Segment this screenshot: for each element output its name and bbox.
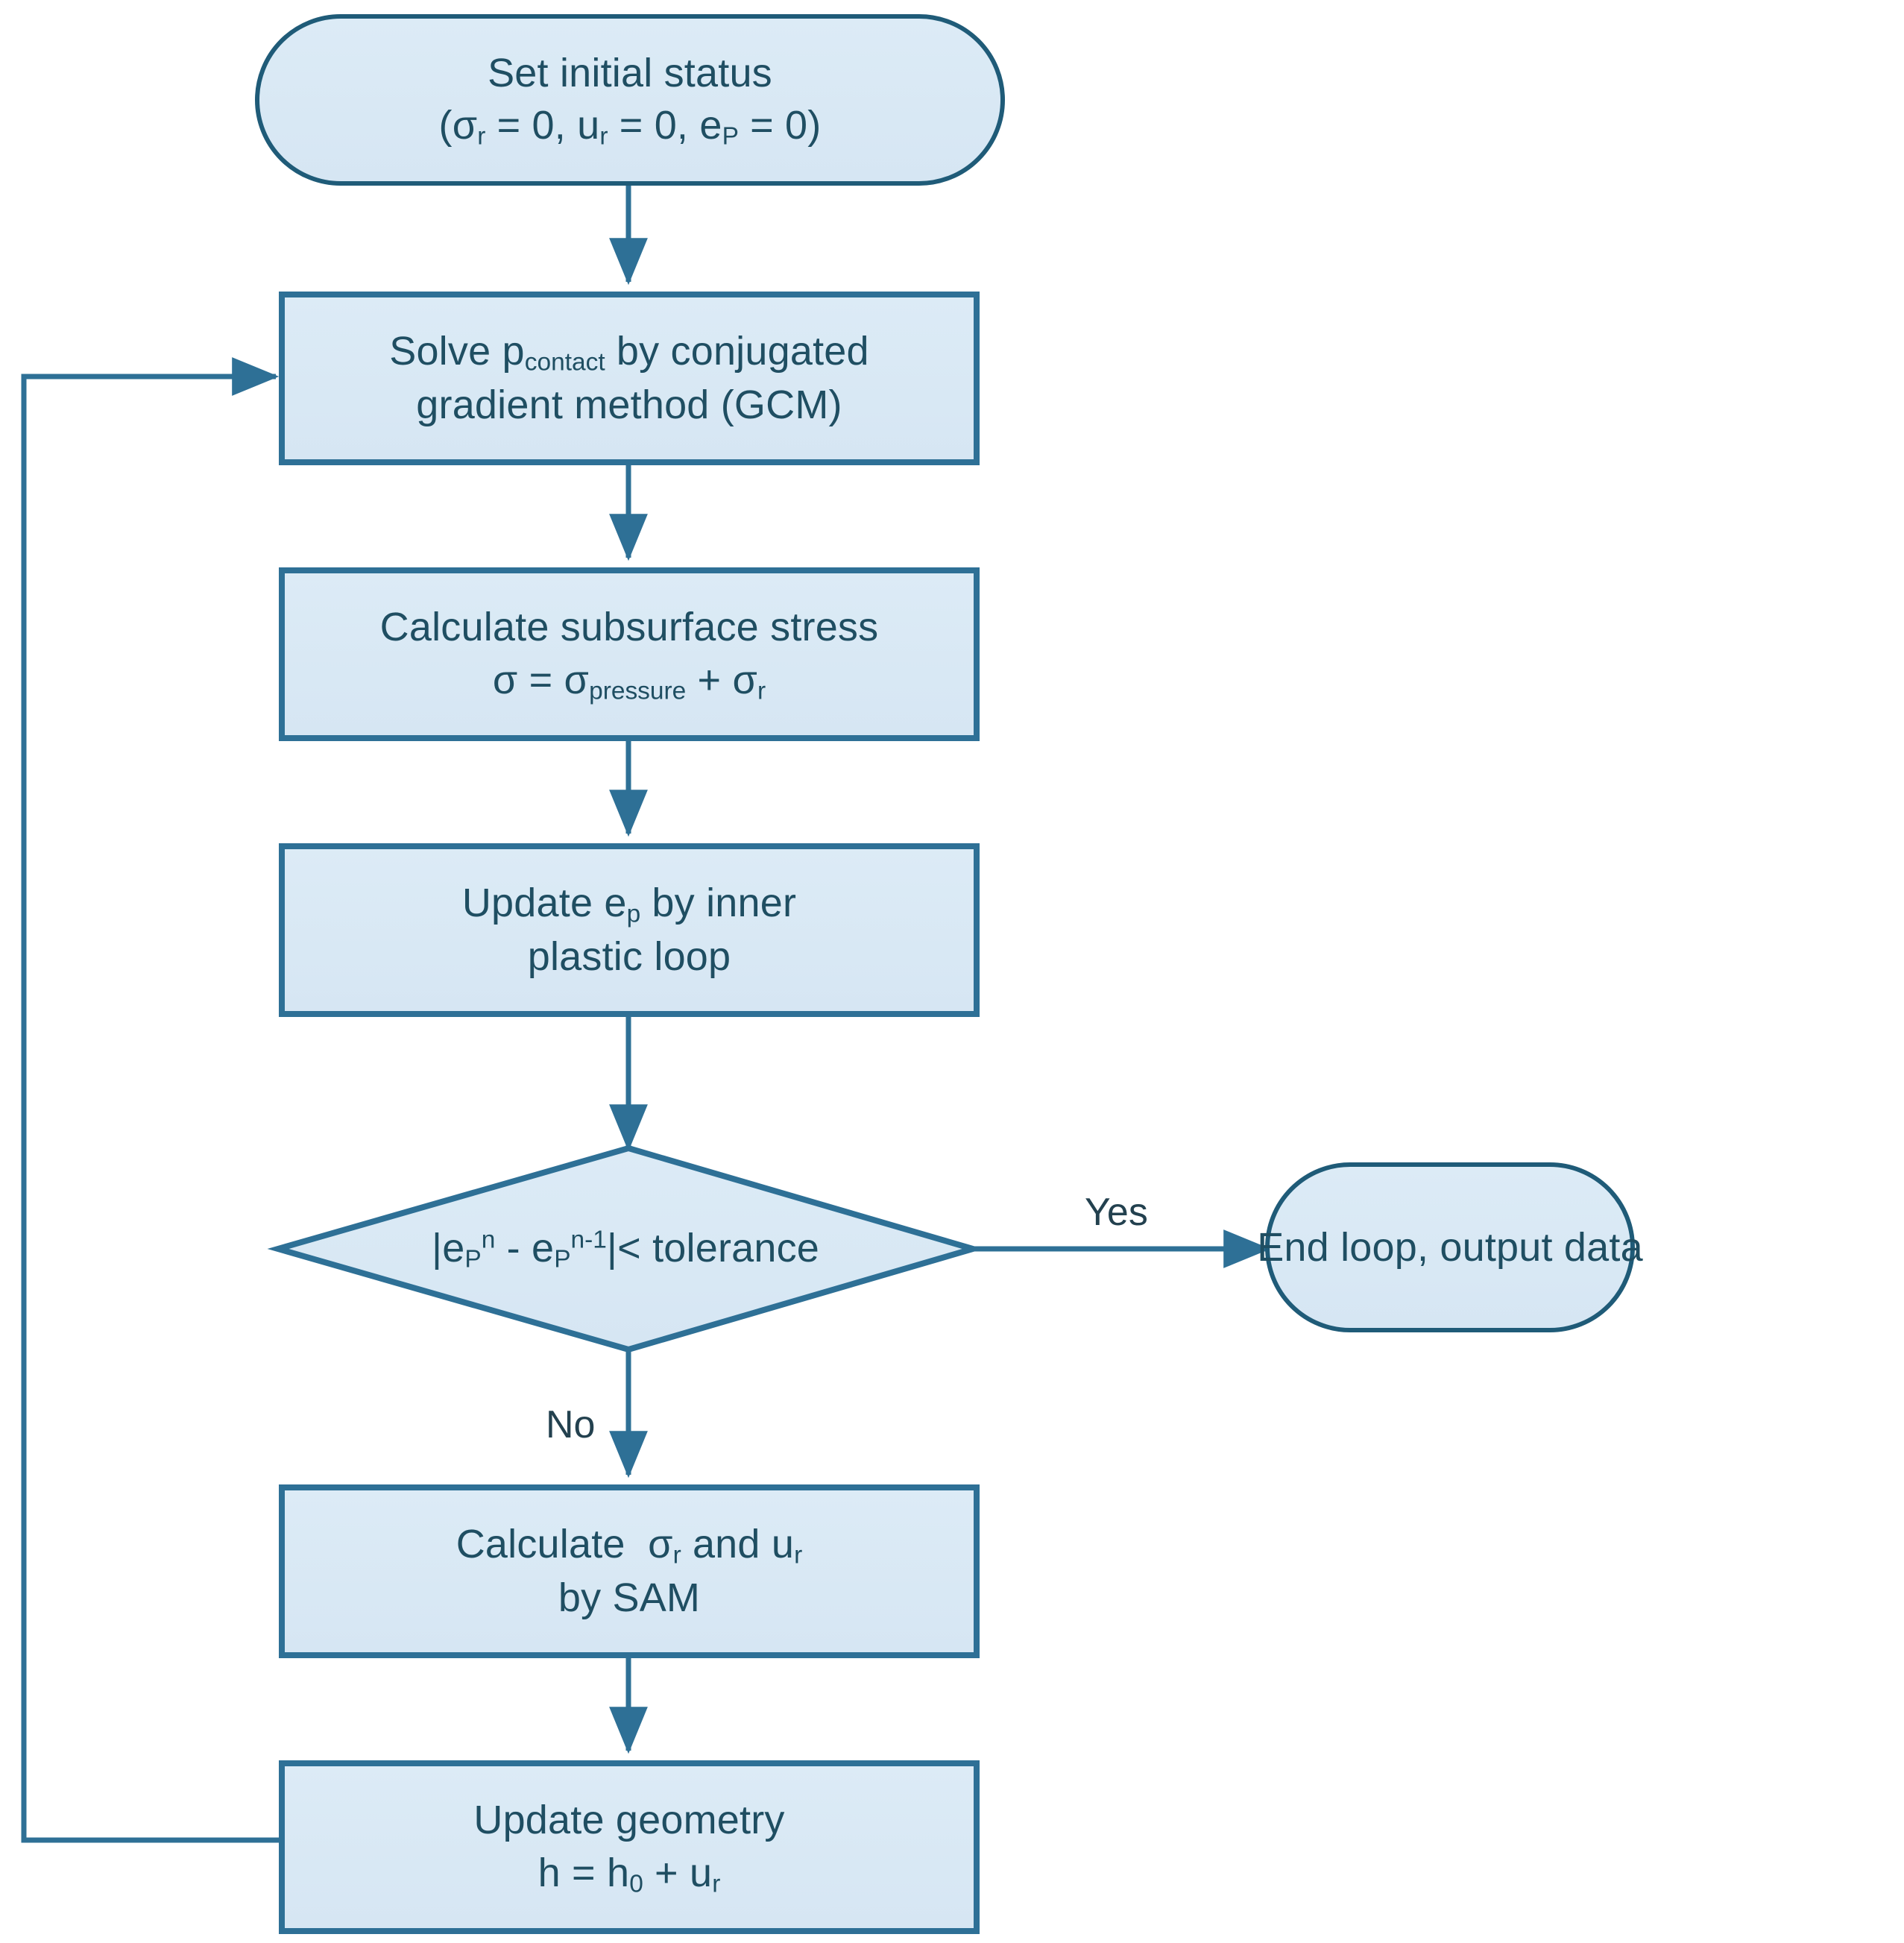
node-tolerance-check	[267, 1144, 984, 1353]
node-calc-stress	[279, 567, 980, 741]
node-end-loop	[1265, 1162, 1635, 1332]
connector-feedback-loop	[21, 357, 282, 1843]
edge-label-yes: Yes	[1085, 1191, 1148, 1234]
node-update-geometry	[279, 1760, 980, 1934]
node-start	[255, 14, 1005, 186]
node-solve-contact	[279, 292, 980, 465]
edge-label-no: No	[546, 1403, 596, 1446]
node-calc-sr-ur	[279, 1484, 980, 1658]
node-update-ep	[279, 843, 980, 1017]
